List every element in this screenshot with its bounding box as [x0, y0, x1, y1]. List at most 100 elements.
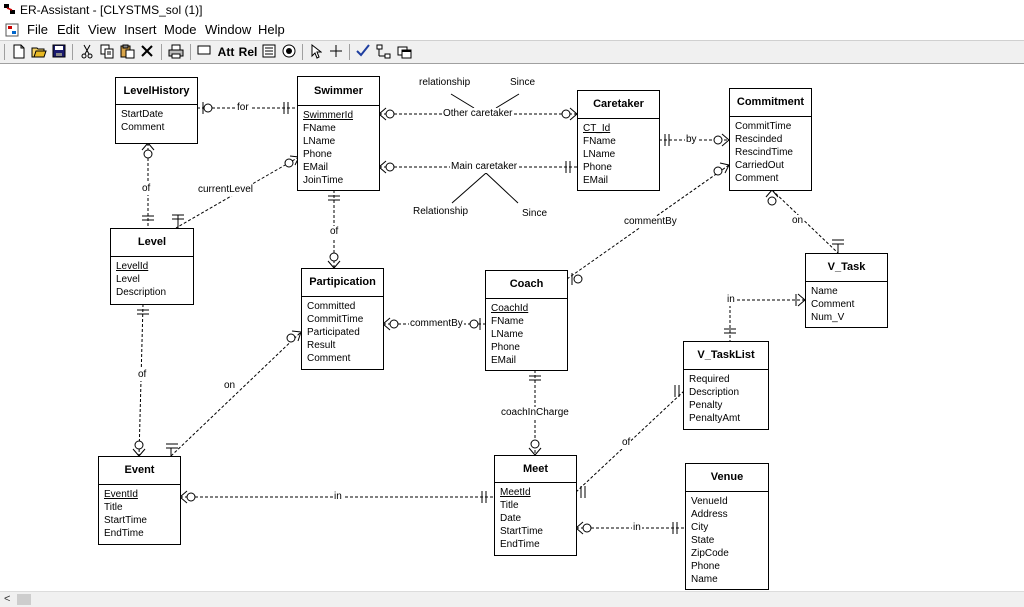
grid-icon[interactable] [260, 43, 278, 61]
rel-label-of[interactable]: of [329, 226, 340, 238]
rel-label-current-level[interactable]: currentLevel [197, 184, 255, 196]
entity-attribute: StartTime [104, 515, 147, 526]
horizontal-scrollbar[interactable]: < [0, 591, 1024, 607]
rel-label-in[interactable]: in [632, 522, 642, 534]
layout-icon[interactable] [374, 43, 392, 61]
entity-venue[interactable]: Venue VenueId Address City State ZipCode… [685, 463, 769, 590]
entity-name: Commitment [730, 89, 811, 117]
entity-event[interactable]: Event EventId Title StartTime EndTime [98, 456, 181, 545]
menu-edit[interactable]: Edit [57, 22, 80, 37]
entity-attribute: VenueId [691, 496, 728, 507]
app-icon [4, 4, 15, 14]
rel-label-of[interactable]: of [141, 183, 152, 195]
entity-attribute: Description [689, 387, 740, 398]
toolbar-separator [72, 44, 73, 60]
entity-attribute: Penalty [689, 400, 723, 411]
entity-name: Coach [486, 271, 567, 299]
rel-label-comment-by[interactable]: commentBy [623, 216, 678, 228]
rel-label-main-caretaker[interactable]: Main caretaker [450, 161, 519, 173]
entity-attribute: Title [500, 500, 519, 511]
rel-label-by[interactable]: by [685, 134, 698, 146]
rel-label-for[interactable]: for [236, 102, 250, 114]
print-icon[interactable] [167, 43, 185, 61]
entity-attribute-key: MeetId [500, 487, 531, 498]
crosshair-icon[interactable] [327, 43, 345, 61]
menu-bar: File Edit View Insert Mode Window Help [0, 20, 1024, 40]
info-icon[interactable] [280, 43, 298, 61]
entity-attribute: Phone [303, 149, 332, 160]
menu-insert[interactable]: Insert [124, 22, 157, 37]
rel-label-on[interactable]: on [223, 380, 237, 392]
copy-icon[interactable] [98, 43, 116, 61]
entity-attribute: Rescinded [735, 134, 783, 145]
menu-window[interactable]: Window [205, 22, 252, 37]
rel-label-on[interactable]: on [791, 215, 805, 227]
menu-view[interactable]: View [88, 22, 116, 37]
entity-swimmer[interactable]: Swimmer SwimmerId FName LName Phone EMai… [297, 76, 380, 191]
entity-coach[interactable]: Coach CoachId FName LName Phone EMail [485, 270, 568, 371]
entity-icon[interactable] [196, 43, 212, 61]
entity-name: V_TaskList [684, 342, 768, 370]
entity-attribute-key: SwimmerId [303, 110, 354, 121]
relationship-icon[interactable]: Rel [238, 45, 258, 59]
entity-attribute: EMail [491, 355, 517, 366]
menu-file[interactable]: File [27, 22, 48, 37]
entity-attribute: EndTime [104, 528, 144, 539]
scrollbar-thumb[interactable] [17, 594, 31, 605]
rel-label-of[interactable]: of [621, 437, 632, 449]
check-icon[interactable] [354, 43, 372, 61]
entity-meet[interactable]: Meet MeetId Title Date StartTime EndTime [494, 455, 577, 556]
entity-attribute: Comment [121, 122, 165, 133]
entity-attribute: RescindTime [735, 147, 793, 158]
window-icon[interactable] [395, 43, 413, 61]
toolbar-separator [161, 44, 162, 60]
entity-attribute: Level [116, 274, 140, 285]
menu-help[interactable]: Help [258, 22, 285, 37]
entity-name: Partipication [302, 269, 383, 297]
entity-attribute: Title [104, 502, 123, 513]
cut-icon[interactable] [78, 43, 96, 61]
rel-label-in[interactable]: in [333, 491, 343, 503]
entity-name: Level [111, 229, 193, 257]
menu-mode[interactable]: Mode [164, 22, 197, 37]
entity-level[interactable]: Level LevelId Level Description [110, 228, 194, 305]
entity-attribute: City [691, 522, 709, 533]
rel-label-coach-in-charge[interactable]: coachInCharge [500, 407, 570, 419]
entity-attribute: Comment [811, 299, 855, 310]
entity-levelhistory[interactable]: LevelHistory StartDate Comment [115, 77, 198, 144]
rel-label-of[interactable]: of [137, 369, 148, 381]
new-icon[interactable] [10, 43, 28, 61]
document-icon[interactable] [5, 23, 19, 37]
entity-attribute: Participated [307, 327, 360, 338]
entity-attribute: Name [691, 574, 718, 585]
entity-v-tasklist[interactable]: V_TaskList Required Description Penalty … [683, 341, 769, 430]
toolbar-separator [349, 44, 350, 60]
scroll-left-icon[interactable]: < [4, 593, 11, 605]
paste-icon[interactable] [118, 43, 136, 61]
annotation-relationship: relationship [419, 77, 471, 88]
pointer-icon[interactable] [307, 43, 325, 61]
toolbar-separator [4, 44, 5, 60]
rel-label-in[interactable]: in [726, 294, 736, 306]
entity-commitment[interactable]: Commitment CommitTime Rescinded RescindT… [729, 88, 812, 191]
entity-attribute: Address [691, 509, 728, 520]
save-icon[interactable] [50, 43, 68, 61]
toolbar-separator [302, 44, 303, 60]
entity-attribute: Committed [307, 301, 356, 312]
open-icon[interactable] [30, 43, 48, 61]
rel-label-comment-by[interactable]: commentBy [409, 318, 464, 330]
entity-partipication[interactable]: Partipication Committed CommitTime Parti… [301, 268, 384, 370]
entity-attribute: StartDate [121, 109, 164, 120]
attribute-icon[interactable]: Att [217, 45, 235, 59]
entity-name: Meet [495, 456, 576, 483]
delete-icon[interactable] [138, 43, 156, 61]
toolbar: Att Rel [0, 40, 1024, 64]
entity-attribute-key: LevelId [116, 261, 149, 272]
diagram-canvas[interactable]: for Other caretaker Main caretaker by of… [0, 63, 1024, 591]
entity-attribute: EndTime [500, 539, 540, 550]
entity-v-task[interactable]: V_Task Name Comment Num_V [805, 253, 888, 328]
entity-caretaker[interactable]: Caretaker CT_Id FName LName Phone EMail [577, 90, 660, 191]
rel-label-other-caretaker[interactable]: Other caretaker [442, 108, 514, 120]
entity-attribute: LName [491, 329, 524, 340]
entity-attribute: LName [583, 149, 616, 160]
